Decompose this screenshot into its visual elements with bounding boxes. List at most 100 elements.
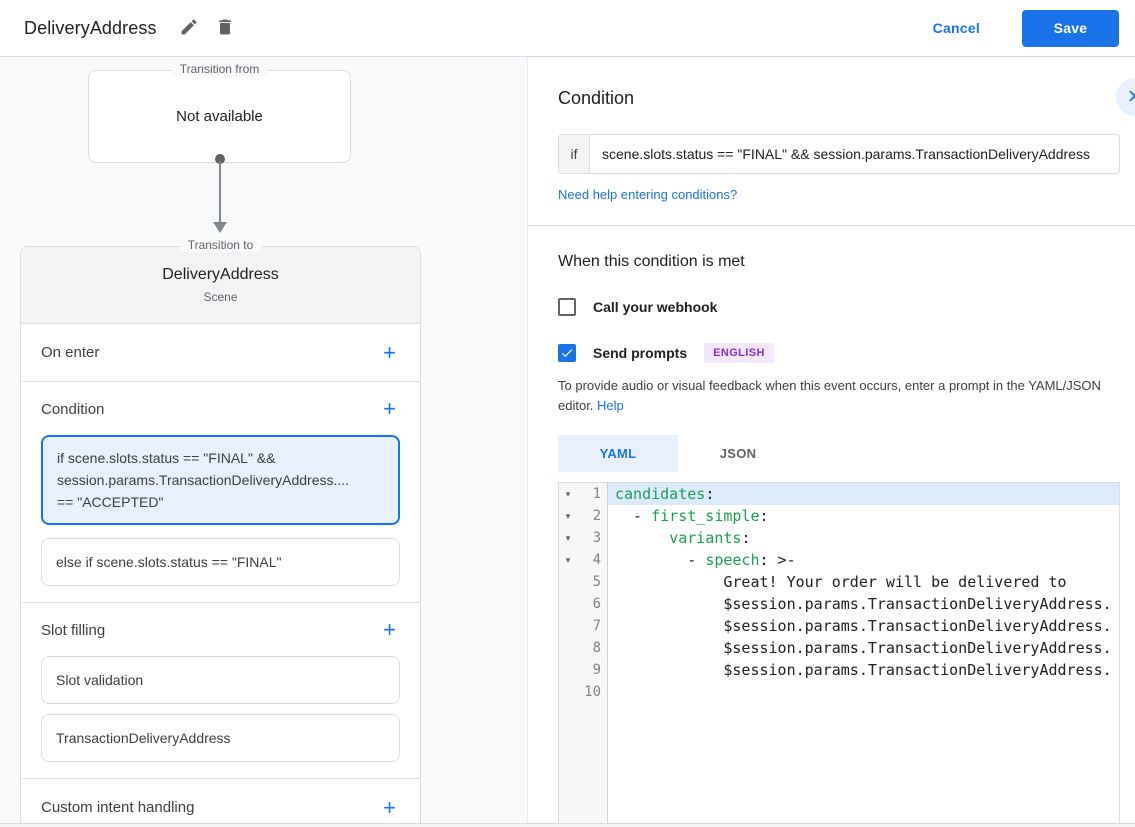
code-line[interactable]: ▾ 1 candidates: — [559, 483, 1119, 505]
slot-validation-card[interactable]: Slot validation — [41, 656, 400, 704]
on-enter-section: On enter + — [21, 324, 420, 382]
condition-section-label: Condition — [41, 400, 105, 418]
condition-detail-title: Condition — [558, 88, 635, 108]
line-number: 7 — [592, 618, 601, 634]
tab-yaml[interactable]: YAML — [558, 435, 678, 472]
code-line[interactable]: 7 $session.params.TransactionDeliveryAdd… — [559, 615, 1119, 637]
collapse-panel-button[interactable] — [1116, 78, 1135, 116]
delete-scene-button[interactable] — [207, 10, 243, 46]
on-enter-label: On enter — [41, 344, 100, 361]
code-text[interactable]: $session.params.TransactionDeliveryAddre… — [615, 639, 1112, 657]
trash-icon — [215, 17, 235, 40]
cancel-button[interactable]: Cancel — [917, 12, 996, 44]
code-text[interactable]: - speech: >- — [615, 551, 796, 569]
code-line[interactable]: ▾ 3 variants: — [559, 527, 1119, 549]
line-number: 10 — [584, 684, 601, 700]
pencil-icon — [179, 17, 199, 40]
when-condition-met-title: When this condition is met — [558, 253, 745, 270]
condition-met-section: When this condition is met Call your web… — [528, 226, 1135, 827]
transaction-delivery-address-card[interactable]: TransactionDeliveryAddress — [41, 714, 400, 762]
editor-hint: To provide audio or visual feedback when… — [558, 376, 1120, 416]
condition-card-else[interactable]: else if scene.slots.status == "FINAL" — [41, 538, 400, 586]
code-text[interactable]: Great! Your order will be delivered to — [615, 573, 1067, 591]
condition-detail-section: Condition if scene.slots.status == "FINA… — [528, 57, 1135, 226]
code-line[interactable]: 10 — [559, 681, 1119, 703]
fold-toggle-icon[interactable]: ▾ — [565, 555, 571, 565]
custom-intent-section: Custom intent handling + — [21, 779, 420, 823]
detail-panel: Condition if scene.slots.status == "FINA… — [527, 57, 1135, 827]
scene-card-header: DeliveryAddress Scene — [21, 247, 420, 324]
checkmark-icon — [561, 349, 573, 358]
fold-spacer — [559, 681, 577, 703]
scene-type: Scene — [203, 290, 238, 304]
code-text[interactable]: $session.params.TransactionDeliveryAddre… — [615, 617, 1112, 635]
scene-canvas: Transition from Not available Transition… — [0, 57, 527, 823]
line-number: 9 — [592, 662, 601, 678]
fold-spacer — [559, 593, 577, 615]
condition-line: session.params.TransactionDeliveryAddres… — [57, 472, 350, 488]
code-editor[interactable]: ▾ 1 candidates: ▾ 2 - first_simple: ▾ 3 varian… — [558, 482, 1120, 827]
edit-scene-button[interactable] — [171, 10, 207, 46]
code-text[interactable]: variants: — [669, 529, 751, 547]
editor-tabs: YAML JSON — [558, 435, 1120, 472]
send-prompts-label: Send prompts — [593, 345, 688, 361]
send-prompts-checkbox[interactable] — [558, 344, 576, 362]
slot-filling-label: Slot filling — [41, 621, 106, 639]
fold-spacer — [559, 637, 577, 659]
slot-filling-section: Slot filling + Slot validation Transacti… — [21, 603, 420, 779]
code-line[interactable]: 9 $session.params.TransactionDeliveryAdd… — [559, 659, 1119, 681]
fold-toggle-icon[interactable]: ▾ — [565, 533, 571, 543]
save-button[interactable]: Save — [1022, 9, 1119, 47]
code-text[interactable]: candidates: — [608, 483, 1119, 505]
condition-help-link[interactable]: Need help entering conditions? — [558, 187, 738, 202]
line-number: 5 — [592, 574, 601, 590]
code-text[interactable]: $session.params.TransactionDeliveryAddre… — [615, 661, 1112, 679]
if-prefix-label: if — [559, 135, 590, 173]
line-number: 8 — [592, 640, 601, 656]
line-number: 1 — [592, 486, 601, 502]
section-divider — [528, 225, 1135, 226]
transition-from-label: Transition from — [171, 62, 268, 76]
content-area: Transition from Not available Transition… — [0, 57, 1135, 827]
transition-to-label: Transition to — [179, 238, 262, 252]
fold-spacer — [559, 615, 577, 637]
scene-name: DeliveryAddress — [162, 266, 279, 283]
code-line[interactable]: 8 $session.params.TransactionDeliveryAdd… — [559, 637, 1119, 659]
code-text[interactable]: - first_simple: — [615, 507, 769, 525]
custom-intent-label: Custom intent handling — [41, 799, 195, 816]
tab-json[interactable]: JSON — [719, 446, 757, 461]
help-link[interactable]: Help — [597, 398, 624, 413]
add-on-enter-button[interactable]: + — [379, 340, 400, 366]
fold-toggle-icon[interactable]: ▾ — [565, 489, 571, 499]
add-custom-intent-button[interactable]: + — [379, 795, 400, 821]
code-line[interactable]: 5 Great! Your order will be delivered to — [559, 571, 1119, 593]
add-condition-button[interactable]: + — [379, 396, 400, 422]
condition-card-selected[interactable]: if scene.slots.status == "FINAL" && sess… — [41, 435, 400, 525]
line-number: 3 — [592, 530, 601, 546]
condition-expression-field[interactable]: if scene.slots.status == "FINAL" && sess… — [558, 134, 1120, 174]
connector-line — [219, 161, 221, 223]
bottom-strip — [0, 823, 1135, 827]
call-webhook-label: Call your webhook — [593, 299, 718, 315]
code-line[interactable]: ▾ 2 - first_simple: — [559, 505, 1119, 527]
language-badge: ENGLISH — [704, 343, 774, 363]
send-prompts-row: Send prompts ENGLISH — [558, 343, 1120, 363]
condition-line: == "ACCEPTED" — [57, 494, 164, 510]
transition-from-box: Transition from Not available — [88, 62, 351, 163]
editor-hint-text: To provide audio or visual feedback when… — [558, 378, 1101, 413]
code-text[interactable] — [608, 681, 1119, 703]
condition-line: if scene.slots.status == "FINAL" && — [57, 450, 276, 466]
line-number: 4 — [592, 552, 601, 568]
code-text[interactable]: $session.params.TransactionDeliveryAddre… — [615, 595, 1112, 613]
call-webhook-checkbox[interactable] — [558, 298, 576, 316]
code-line[interactable]: 6 $session.params.TransactionDeliveryAdd… — [559, 593, 1119, 615]
code-lines: ▾ 1 candidates: ▾ 2 - first_simple: ▾ 3 varian… — [559, 483, 1119, 703]
add-slot-button[interactable]: + — [379, 617, 400, 643]
line-number: 2 — [592, 508, 601, 524]
top-bar: DeliveryAddress Cancel Save — [0, 0, 1135, 57]
fold-toggle-icon[interactable]: ▾ — [565, 511, 571, 521]
transition-from-value: Not available — [176, 108, 263, 125]
condition-expression-value[interactable]: scene.slots.status == "FINAL" && session… — [602, 146, 1090, 162]
code-line[interactable]: ▾ 4 - speech: >- — [559, 549, 1119, 571]
